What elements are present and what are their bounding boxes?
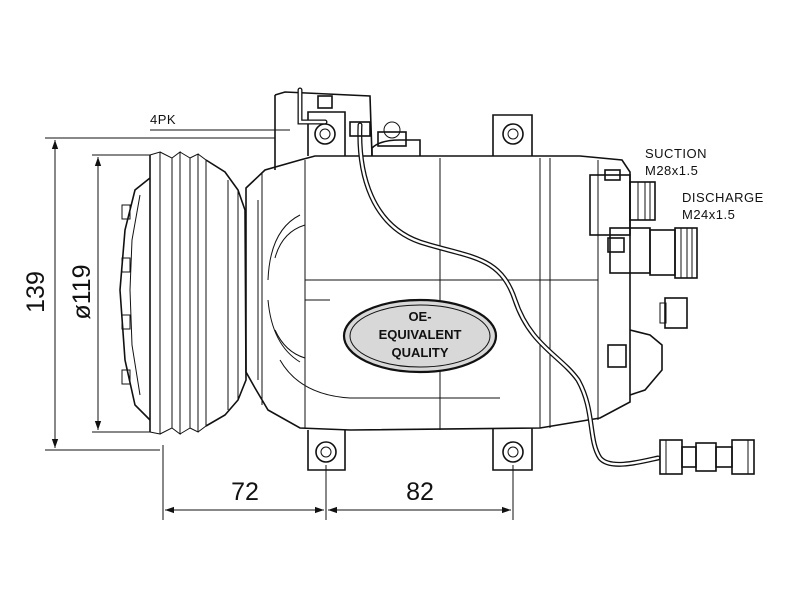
dim-height-label: 139 [22,271,50,313]
pulley-clutch [119,151,247,435]
mount-ear-bottom-left [307,430,346,471]
discharge-thread: M24x1.5 [682,207,735,222]
rear-fittings [607,297,688,396]
seal-line-2: EQUIVALENT [379,327,462,342]
belt-label: 4PK [150,112,176,127]
dimension-lines [45,129,514,520]
dim-mount-spacing-label: 82 [406,478,434,506]
discharge-title: DISCHARGE [682,190,764,205]
suction-title: SUCTION [645,146,707,161]
seal-line-1: OE- [408,309,431,324]
mount-ear-top-right [492,114,533,156]
dim-pulley-diameter-label: ø119 [68,264,96,319]
clutch-wire [297,87,661,467]
dim-offset-label: 72 [231,478,259,506]
compressor-body [245,91,631,431]
suction-port [589,169,656,236]
mount-ear-top-left [307,111,346,156]
electrical-connector [659,439,755,475]
suction-thread: M28x1.5 [645,163,698,178]
seal-line-3: QUALITY [391,345,448,360]
mount-ear-bottom-right [492,428,533,471]
oe-quality-seal: OE- EQUIVALENT QUALITY [342,298,498,374]
discharge-port [607,227,698,279]
